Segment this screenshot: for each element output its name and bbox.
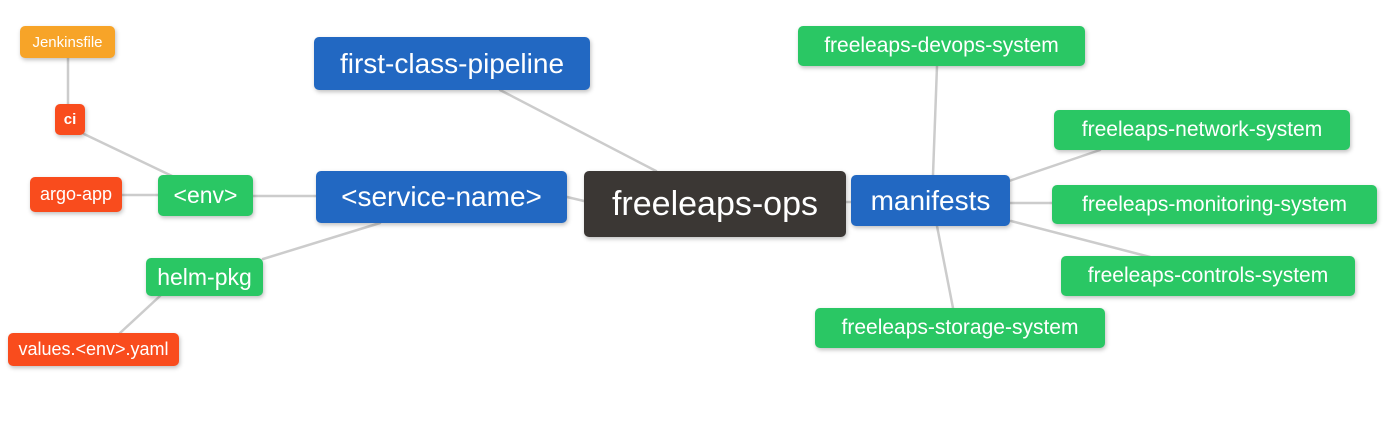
node-jenkinsfile[interactable]: Jenkinsfile: [20, 26, 115, 58]
edge-pipeline-freeleaps-ops: [498, 88, 658, 173]
edge-helm-pkg-values-yaml: [118, 294, 162, 335]
node-freeleaps-storage-system[interactable]: freeleaps-storage-system: [815, 308, 1105, 348]
node-service-name[interactable]: <service-name>: [316, 171, 567, 223]
node-argo-app[interactable]: argo-app: [30, 177, 122, 212]
node-freeleaps-controls-system[interactable]: freeleaps-controls-system: [1061, 256, 1355, 296]
node-ci[interactable]: ci: [55, 104, 85, 135]
edge-manifests-storage-system: [935, 224, 955, 310]
edge-manifests-network-system: [1007, 148, 1102, 183]
node-env[interactable]: <env>: [158, 175, 253, 216]
node-freeleaps-devops-system[interactable]: freeleaps-devops-system: [798, 26, 1085, 66]
node-values-env-yaml[interactable]: values.<env>.yaml: [8, 333, 179, 366]
node-freeleaps-ops[interactable]: freeleaps-ops: [584, 171, 846, 237]
edge-manifests-devops-system: [931, 64, 939, 177]
node-helm-pkg[interactable]: helm-pkg: [146, 258, 263, 296]
edge-service-name-freeleaps-ops: [565, 195, 586, 203]
edge-service-name-helm-pkg: [261, 221, 382, 261]
node-freeleaps-monitoring-system[interactable]: freeleaps-monitoring-system: [1052, 185, 1377, 224]
node-first-class-pipeline[interactable]: first-class-pipeline: [314, 37, 590, 90]
node-manifests[interactable]: manifests: [851, 175, 1010, 226]
node-freeleaps-network-system[interactable]: freeleaps-network-system: [1054, 110, 1350, 150]
edge-manifests-controls-system: [1009, 219, 1152, 259]
edge-ci-env: [82, 132, 174, 178]
